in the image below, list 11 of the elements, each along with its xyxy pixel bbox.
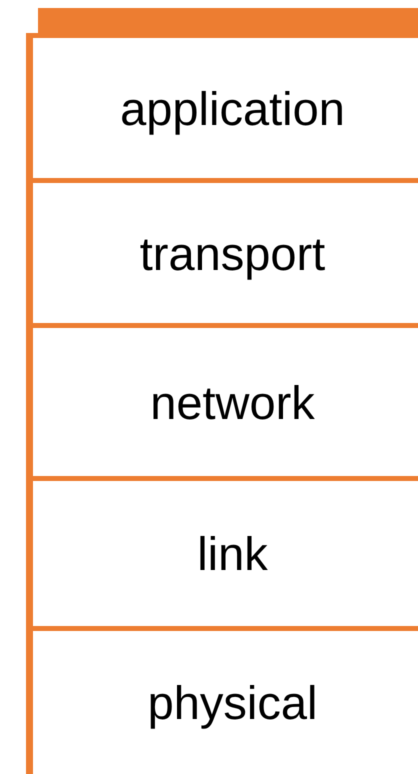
layer-box — [26, 323, 418, 476]
layer-box — [26, 178, 418, 323]
layer-box — [26, 476, 418, 626]
layer-box — [26, 626, 418, 774]
stack-top-bar — [38, 8, 418, 33]
layer-label: network — [149, 374, 315, 430]
layer-label: physical — [146, 675, 318, 730]
layer-label: transport — [138, 226, 326, 280]
layer-box — [26, 33, 418, 178]
layer-label: application — [119, 80, 345, 136]
layer-label: link — [196, 526, 268, 581]
